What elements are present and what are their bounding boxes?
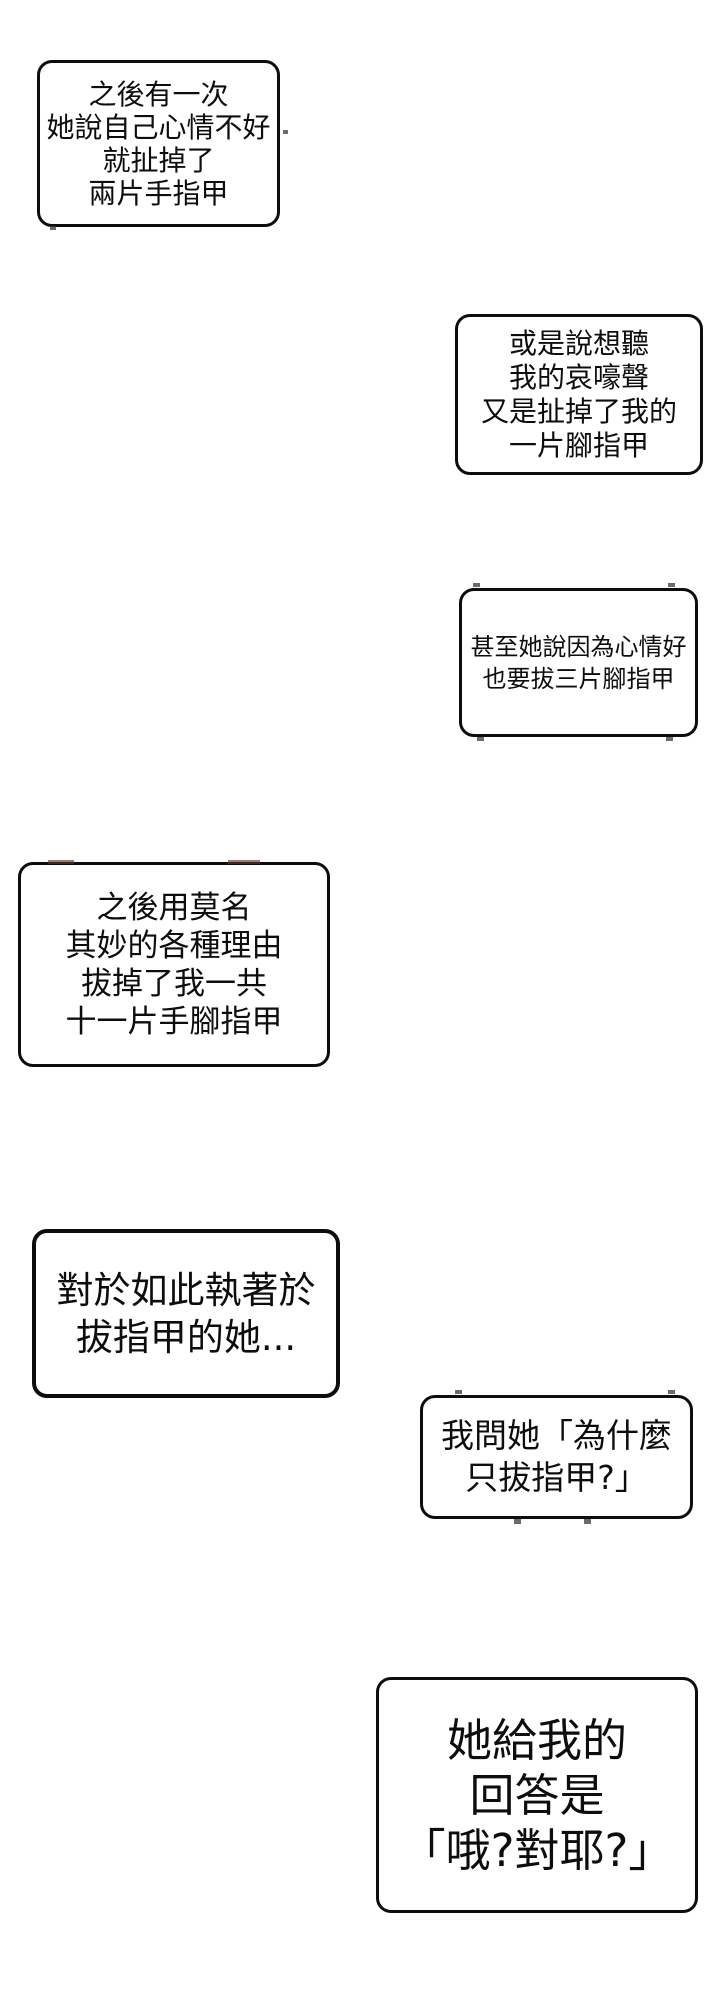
ink-artifact bbox=[228, 860, 260, 864]
speech-bubble-2: 或是說想聽 我的哀嚎聲 又是扯掉了我的 一片腳指甲 bbox=[455, 314, 703, 475]
bubble-text-line: 其妙的各種理由 bbox=[65, 927, 283, 964]
bubble-text-line: 拔掉了我一共 bbox=[81, 965, 267, 1002]
speech-bubble-6: 我問她「為什麼 只拔指甲?」 bbox=[420, 1395, 693, 1519]
bubble-text-line: 之後用莫名 bbox=[96, 889, 252, 926]
ink-artifact bbox=[473, 583, 480, 587]
speech-bubble-1: 之後有一次 她說自己心情不好 就扯掉了 兩片手指甲 bbox=[37, 60, 280, 227]
bubble-text-line: 回答是 bbox=[469, 1768, 605, 1822]
bubble-text-line: 一片腳指甲 bbox=[508, 428, 649, 462]
bubble-text-line: 「哦?對耶?」 bbox=[400, 1823, 674, 1877]
bubble-text-line: 或是說想聽 bbox=[508, 326, 649, 360]
bubble-text-line: 又是扯掉了我的 bbox=[480, 394, 677, 428]
ink-artifact bbox=[514, 1519, 521, 1524]
ink-artifact bbox=[283, 130, 288, 134]
bubble-text-line: 我問她「為什麼 bbox=[441, 1416, 672, 1455]
bubble-text-line: 兩片手指甲 bbox=[88, 176, 229, 210]
ink-artifact bbox=[668, 583, 675, 587]
bubble-text-line: 就扯掉了 bbox=[102, 143, 215, 177]
bubble-text-line: 拔指甲的她... bbox=[75, 1315, 297, 1359]
ink-artifact bbox=[455, 1390, 462, 1394]
ink-artifact bbox=[584, 1519, 591, 1524]
bubble-text-line: 十一片手腳指甲 bbox=[65, 1003, 283, 1040]
speech-bubble-3: 甚至她說因為心情好 也要拔三片腳指甲 bbox=[459, 588, 698, 737]
ink-artifact bbox=[477, 737, 484, 741]
bubble-text-line: 對於如此執著於 bbox=[56, 1268, 316, 1312]
bubble-text-line: 她給我的 bbox=[446, 1713, 627, 1767]
ink-artifact bbox=[48, 860, 74, 864]
ink-artifact bbox=[668, 1390, 675, 1394]
speech-bubble-4: 之後用莫名 其妙的各種理由 拔掉了我一共 十一片手腳指甲 bbox=[18, 862, 330, 1067]
bubble-text-line: 只拔指甲?」 bbox=[465, 1458, 648, 1497]
bubble-text-line: 我的哀嚎聲 bbox=[508, 360, 649, 394]
bubble-text-line: 甚至她說因為心情好 bbox=[470, 632, 687, 661]
bubble-text-line: 之後有一次 bbox=[88, 77, 229, 111]
ink-artifact bbox=[50, 226, 56, 230]
speech-bubble-7: 她給我的 回答是 「哦?對耶?」 bbox=[376, 1677, 698, 1913]
ink-artifact bbox=[666, 737, 673, 741]
speech-bubble-5: 對於如此執著於 拔指甲的她... bbox=[32, 1229, 340, 1398]
bubble-text-line: 她說自己心情不好 bbox=[46, 110, 271, 144]
bubble-text-line: 也要拔三片腳指甲 bbox=[482, 664, 675, 693]
